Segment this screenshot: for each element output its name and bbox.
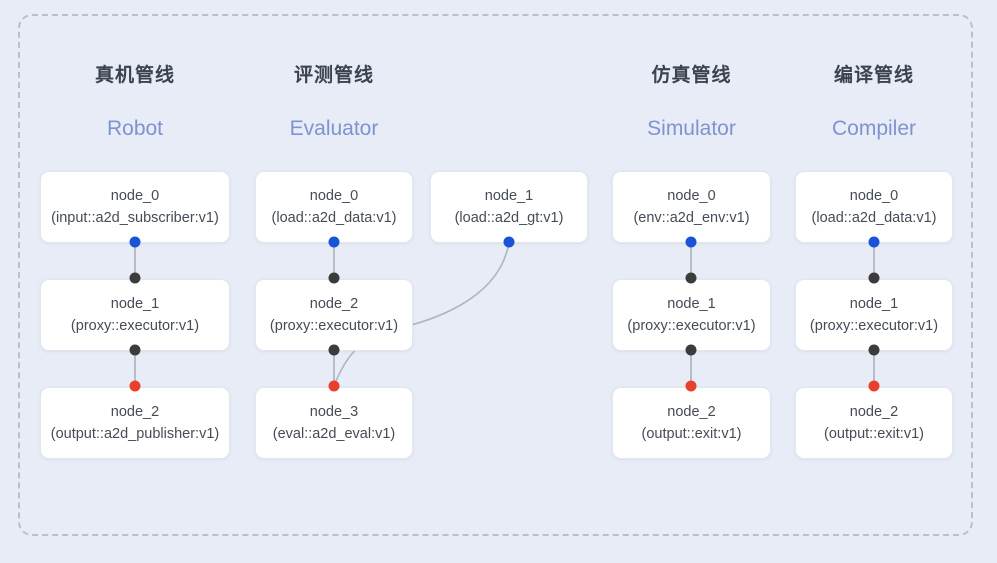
node-kind: (proxy::executor:v1) [627,317,756,334]
port-output-evaluator-2 [328,344,340,356]
node-robot-1[interactable]: node_1 (proxy::executor:v1) [40,279,230,351]
node-evaluator-0[interactable]: node_0 (load::a2d_data:v1) [255,171,413,243]
node-compiler-0[interactable]: node_0 (load::a2d_data:v1) [795,171,953,243]
node-name: node_1 [484,187,534,204]
node-kind: (proxy::executor:v1) [269,317,399,334]
node-simulator-0[interactable]: node_0 (env::a2d_env:v1) [612,171,771,243]
node-kind: (output::a2d_publisher:v1) [50,425,220,442]
node-kind: (load::a2d_data:v1) [811,209,937,226]
node-kind: (output::exit:v1) [824,425,924,442]
node-kind: (output::exit:v1) [641,425,742,442]
node-name: node_2 [309,295,359,312]
link-simulator-1-2 [690,350,692,386]
node-kind: (load::a2d_data:v1) [271,209,397,226]
node-name: node_0 [309,187,359,204]
node-kind: (env::a2d_env:v1) [633,209,750,226]
node-kind: (input::a2d_subscriber:v1) [51,209,219,226]
node-compiler-1[interactable]: node_1 (proxy::executor:v1) [795,279,953,351]
node-name: node_0 [110,187,160,204]
node-simulator-2[interactable]: node_2 (output::exit:v1) [612,387,771,459]
node-kind: (proxy::executor:v1) [809,317,939,334]
port-input-compiler-2 [868,380,880,392]
link-robot-1-2 [134,350,136,386]
node-evaluator-1[interactable]: node_1 (load::a2d_gt:v1) [430,171,588,243]
node-evaluator-3[interactable]: node_3 (eval::a2d_eval:v1) [255,387,413,459]
node-kind: (eval::a2d_eval:v1) [272,425,396,442]
node-name: node_2 [110,403,160,420]
node-name: node_1 [110,295,160,312]
link-compiler-0-1 [873,242,875,278]
node-robot-0[interactable]: node_0 (input::a2d_subscriber:v1) [40,171,230,243]
link-robot-0-1 [134,242,136,278]
node-simulator-1[interactable]: node_1 (proxy::executor:v1) [612,279,771,351]
port-input-simulator-2 [685,380,697,392]
port-input-robot-1 [129,272,141,284]
node-name: node_3 [309,403,359,420]
node-name: node_1 [667,295,716,312]
port-output-compiler-1 [868,344,880,356]
node-kind: (proxy::executor:v1) [70,317,200,334]
link-compiler-1-2 [873,350,875,386]
node-name: node_0 [849,187,899,204]
port-output-robot-1 [129,344,141,356]
port-output-simulator-0 [685,236,697,248]
node-kind: (load::a2d_gt:v1) [454,209,564,226]
link-simulator-0-1 [690,242,692,278]
node-name: node_2 [849,403,899,420]
port-input-robot-2 [129,380,141,392]
port-output-compiler-0 [868,236,880,248]
port-output-evaluator-0 [328,236,340,248]
port-output-evaluator-1 [503,236,515,248]
port-input-evaluator-2 [328,272,340,284]
port-input-compiler-1 [868,272,880,284]
port-output-robot-0 [129,236,141,248]
port-output-simulator-1 [685,344,697,356]
node-evaluator-2[interactable]: node_2 (proxy::executor:v1) [255,279,413,351]
node-robot-2[interactable]: node_2 (output::a2d_publisher:v1) [40,387,230,459]
port-input-evaluator-3 [328,380,340,392]
diagram-dashed-frame [18,14,973,536]
port-input-simulator-1 [685,272,697,284]
node-name: node_1 [849,295,899,312]
node-compiler-2[interactable]: node_2 (output::exit:v1) [795,387,953,459]
node-name: node_2 [667,403,716,420]
node-name: node_0 [667,187,716,204]
